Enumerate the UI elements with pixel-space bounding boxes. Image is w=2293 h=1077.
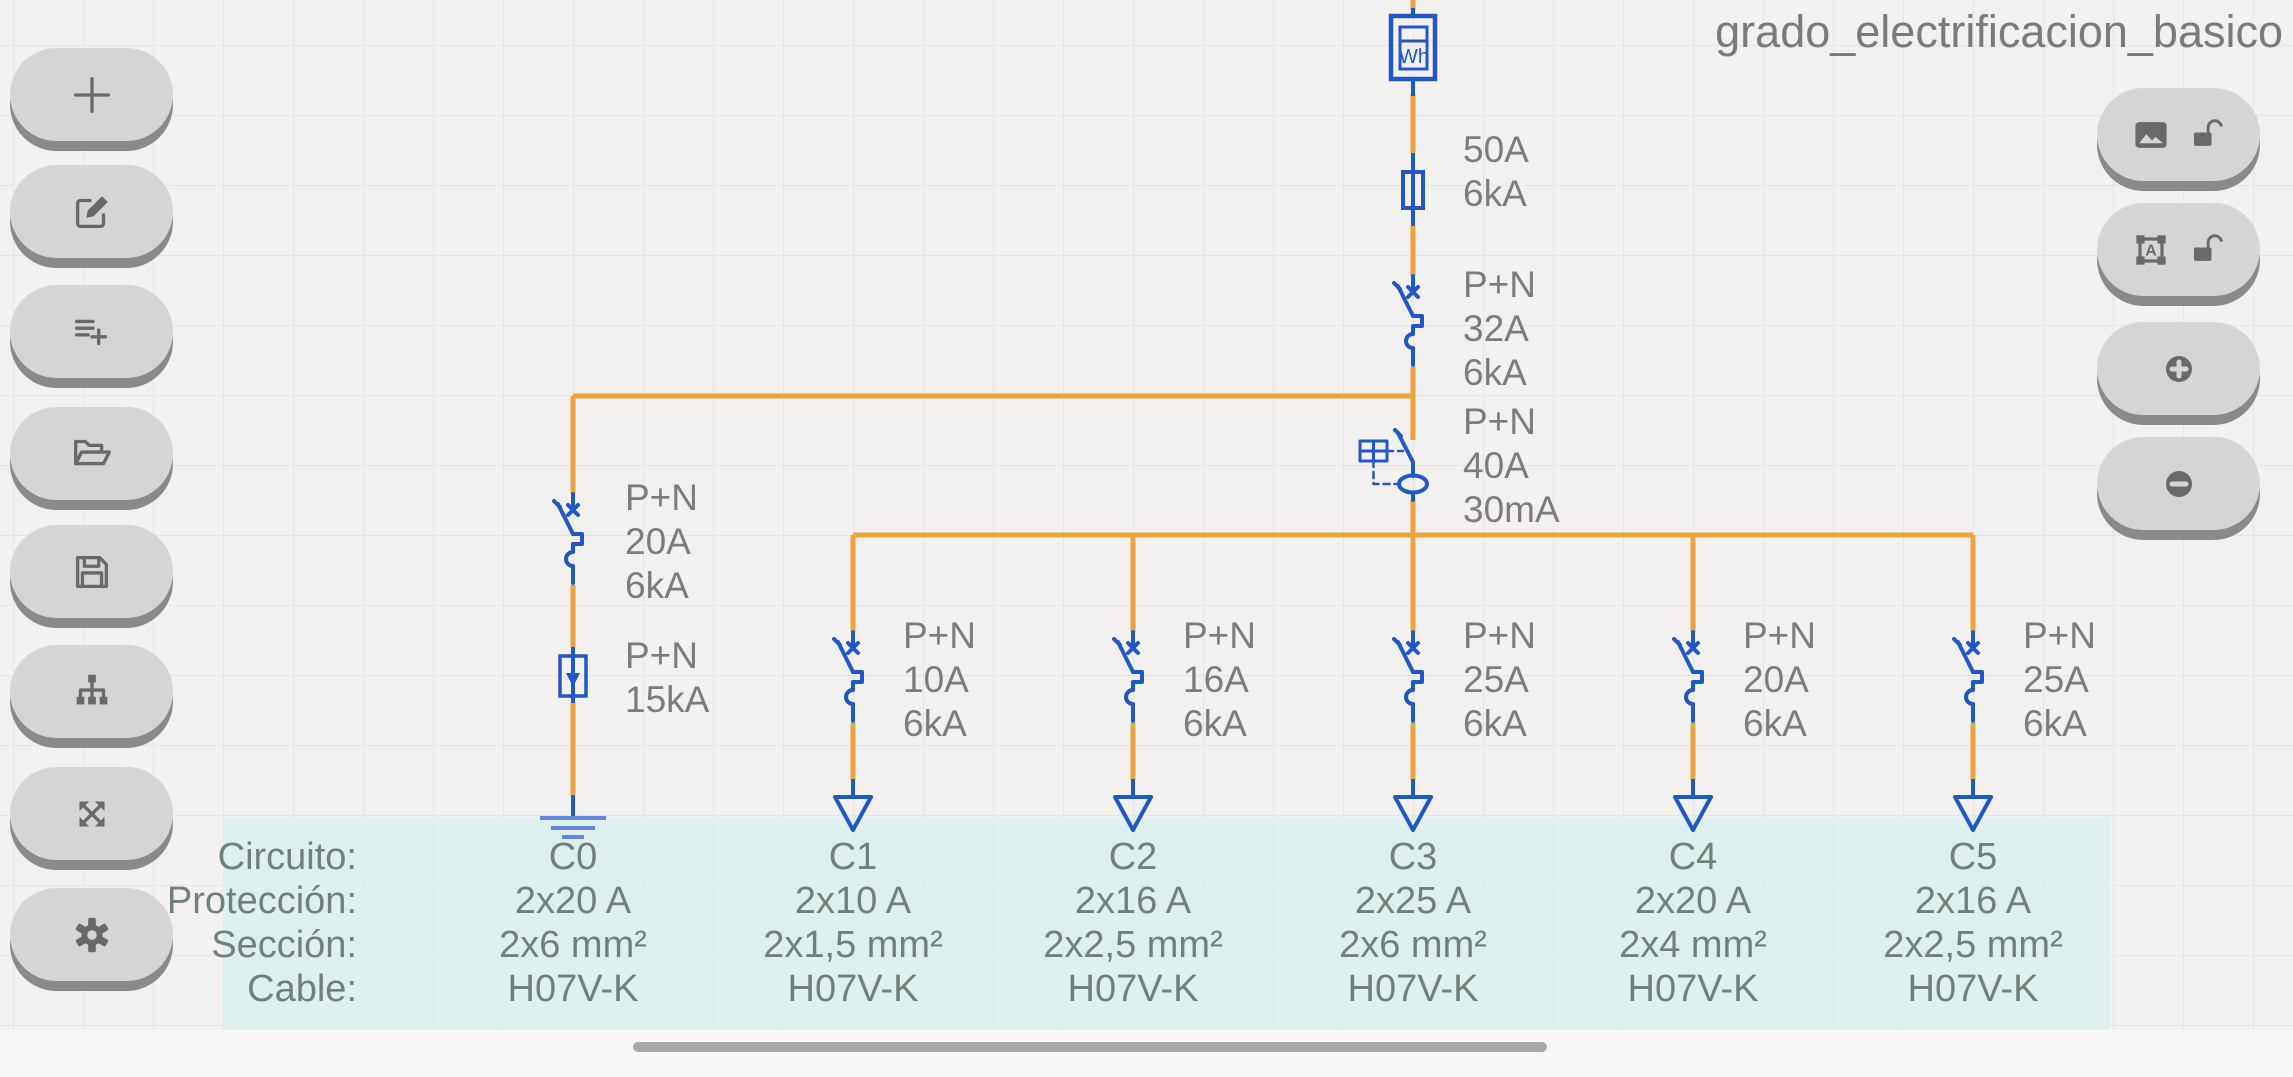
image-lock-button[interactable] [2097, 88, 2260, 181]
ground-symbol[interactable] [540, 795, 606, 839]
zoom-out-button[interactable] [2097, 437, 2260, 530]
zoom-in-icon [2165, 355, 2192, 382]
unlock-icon [2193, 118, 2223, 146]
save-button[interactable] [10, 525, 173, 618]
schematic-layer: Wh [540, 0, 1993, 839]
add-list-icon [74, 319, 107, 345]
diagram-canvas[interactable]: Wh [0, 0, 2293, 1030]
plus-icon [73, 76, 110, 113]
c0-breaker-symbol[interactable] [552, 492, 584, 585]
zoom-out-icon [2165, 470, 2192, 497]
hierarchy-button[interactable] [10, 645, 173, 738]
add-list-button[interactable] [10, 285, 173, 378]
table-row-labels: Circuito: Protección: Sección: Cable: [166, 836, 357, 1010]
open-file-button[interactable] [10, 407, 173, 500]
image-icon [2134, 121, 2167, 148]
c3-breaker-symbol[interactable] [1392, 630, 1424, 723]
energy-meter-symbol[interactable]: Wh [1388, 8, 1438, 96]
zoom-in-button[interactable] [2097, 322, 2260, 415]
wires [570, 0, 1976, 795]
settings-gear-icon [75, 917, 108, 952]
text-lock-button[interactable]: A [2097, 203, 2260, 296]
c5-breaker-symbol[interactable] [1952, 630, 1984, 723]
horizontal-scrollbar[interactable] [633, 1042, 1547, 1052]
project-title: grado_electrificacion_basico [1715, 6, 2283, 57]
c2-breaker-symbol[interactable] [1112, 630, 1144, 723]
edit-pencil-icon [75, 195, 108, 228]
circuit-table-background [223, 817, 2110, 1030]
edit-button[interactable] [10, 165, 173, 258]
c4-load-terminal[interactable] [1673, 777, 1713, 832]
fit-view-button[interactable] [10, 767, 173, 860]
c1-load-terminal[interactable] [833, 777, 873, 832]
save-floppy-icon [75, 555, 108, 588]
unlock-icon [2193, 233, 2223, 261]
fuse-symbol[interactable] [1401, 153, 1425, 226]
c1-breaker-symbol[interactable] [832, 630, 864, 723]
hierarchy-icon [76, 674, 107, 704]
main-breaker-symbol[interactable] [1392, 274, 1424, 367]
settings-button[interactable] [10, 888, 173, 981]
c5-load-terminal[interactable] [1953, 777, 1993, 832]
add-element-button[interactable] [10, 48, 173, 141]
text-select-icon: A [2135, 234, 2166, 265]
spd-symbol[interactable] [558, 647, 588, 703]
bottom-strip [0, 1030, 2293, 1077]
expand-icon [79, 801, 104, 826]
c2-load-terminal[interactable] [1113, 777, 1153, 832]
c4-breaker-symbol[interactable] [1672, 630, 1704, 723]
meter-label: Wh [1399, 46, 1429, 68]
open-folder-icon [73, 439, 111, 465]
rcd-symbol[interactable] [1358, 428, 1429, 502]
c3-load-terminal[interactable] [1393, 777, 1433, 832]
text-icon-letter: A [2145, 242, 2156, 259]
